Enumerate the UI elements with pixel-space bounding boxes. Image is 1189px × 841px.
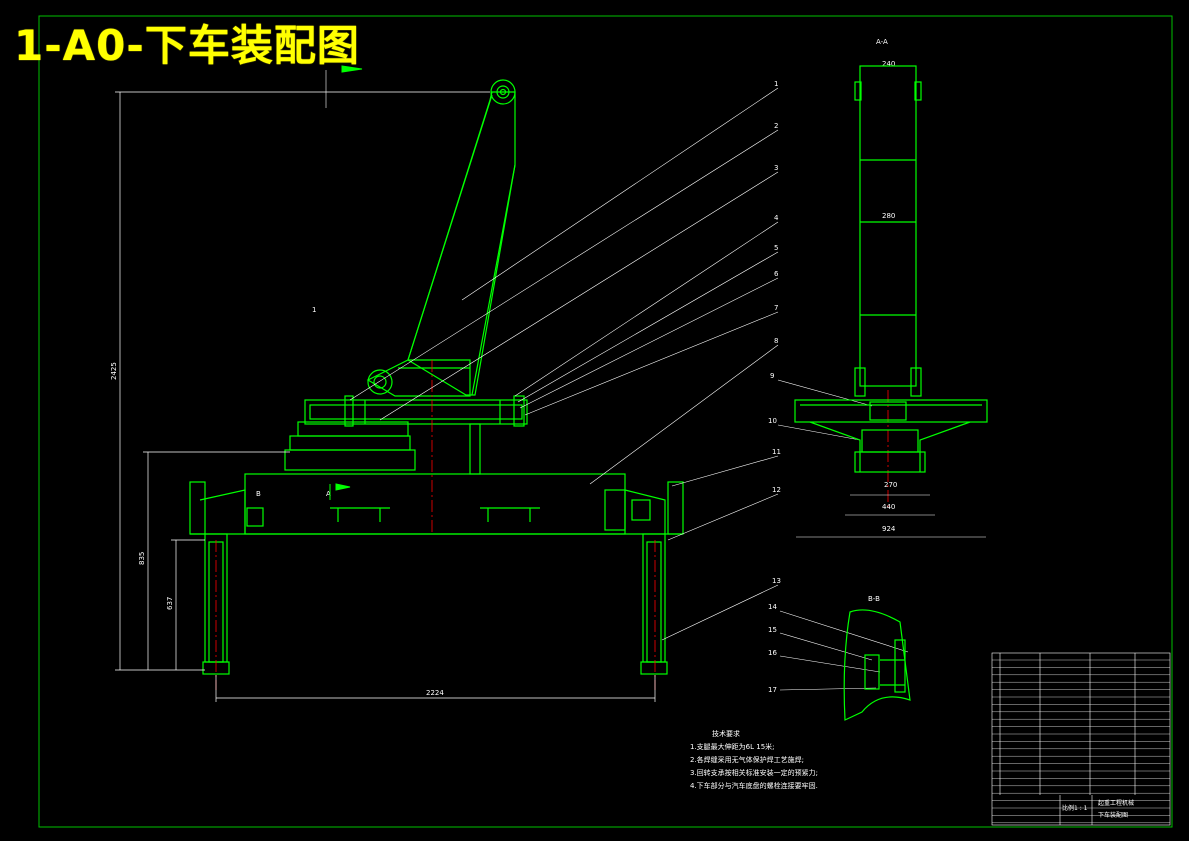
leader-lines (349, 87, 909, 691)
callout-6: 6 (774, 270, 779, 278)
drawing-name: 起重工程机械 (1098, 799, 1134, 807)
callout-17: 17 (768, 686, 777, 694)
dim-inner-width: 280 (882, 212, 895, 220)
dim-base-width-1: 270 (884, 481, 897, 489)
end-view (794, 65, 988, 538)
callout-12: 12 (772, 486, 781, 494)
callout-11: 11 (772, 448, 781, 456)
main-side-view (189, 79, 684, 675)
title-block-rows (992, 659, 1170, 823)
scale-value: 1 : 1 (1074, 805, 1088, 812)
side-view-label: A-A (876, 38, 888, 46)
detail-outline (843, 609, 911, 721)
front-marker: 1 (312, 306, 316, 314)
boom-arm (407, 91, 516, 396)
dimension-text: 2425 835 637 2224 240 280 270 440 924 (110, 60, 897, 697)
chassis-frame (244, 473, 626, 535)
note-item: 3.回转支承按相关标准安装一定的预紧力; (690, 769, 819, 777)
turntable (304, 399, 528, 425)
page-title: 1-A0-下车装配图 (14, 21, 360, 70)
dim-leg-height-2: 637 (166, 597, 174, 610)
title-block-text: 起重工程机械 下车装配图 比例 1 : 1 (1062, 799, 1134, 819)
callout-13: 13 (772, 577, 781, 585)
callout-3: 3 (774, 164, 778, 172)
detail-view (843, 609, 911, 721)
callout-16: 16 (768, 649, 777, 657)
end-view-turntable (794, 399, 988, 423)
dim-base-width-3: 924 (882, 525, 896, 533)
callout-14: 14 (768, 603, 777, 611)
note-item: 2.各焊缝采用无气体保护焊工艺施焊; (690, 756, 805, 764)
notes-heading: 技术要求 (712, 730, 740, 738)
dim-base-width-2: 440 (882, 503, 895, 511)
boom-base-pin (367, 369, 393, 395)
callout-7: 7 (774, 304, 778, 312)
sheet-border (38, 15, 1173, 828)
note-item: 4.下车部分与汽车底盘的螺栓连接要牢固. (690, 782, 818, 790)
callout-numbers: 1 2 3 4 5 6 7 8 9 10 11 12 13 14 15 16 1… (768, 80, 781, 694)
boom-top-pin (490, 79, 516, 105)
dim-wheelbase: 2224 (426, 689, 444, 697)
end-view-boom (859, 65, 917, 387)
callout-10: 10 (768, 417, 777, 425)
callout-4: 4 (774, 214, 779, 222)
dim-total-height: 2425 (110, 362, 118, 380)
callout-5: 5 (774, 244, 778, 252)
section-markers: A-A B-B 1 A B (256, 38, 888, 603)
note-item: 1.支腿最大伸距为6L 15米; (690, 743, 775, 751)
dim-leg-height: 835 (138, 552, 146, 565)
view-arrows (325, 65, 363, 500)
center-lines (215, 360, 889, 690)
dimension-lines (115, 91, 656, 702)
technical-notes: 技术要求 1.支腿最大伸距为6L 15米; 2.各焊缝采用无气体保护焊工艺施焊;… (690, 728, 818, 793)
dim-top-width: 240 (882, 60, 895, 68)
right-leg (642, 533, 666, 663)
callout-15: 15 (768, 626, 777, 634)
scale-label: 比例 (1062, 804, 1074, 812)
callout-8: 8 (774, 337, 778, 345)
part-name: 下车装配图 (1098, 811, 1128, 819)
section-mark-a: A (326, 490, 331, 498)
callout-9: 9 (770, 372, 774, 380)
callout-2: 2 (774, 122, 778, 130)
section-mark-b: B (256, 490, 261, 498)
detail-view-label: B-B (868, 595, 880, 603)
callout-1: 1 (774, 80, 778, 88)
title-block (991, 652, 1171, 826)
